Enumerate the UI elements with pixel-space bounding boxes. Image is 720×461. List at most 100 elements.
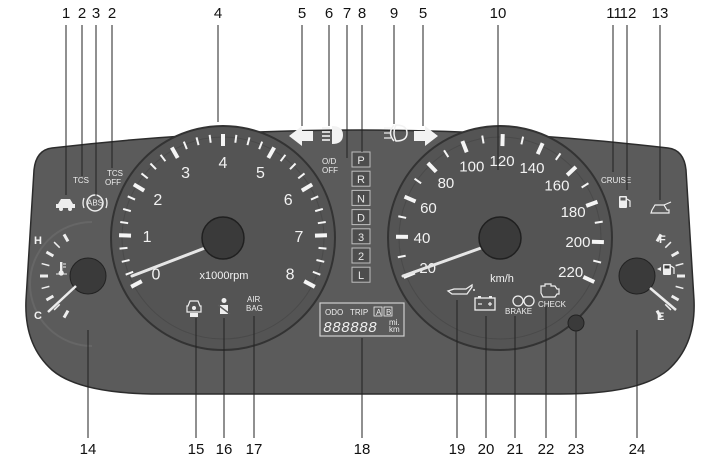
callout-5: 5 <box>298 5 306 22</box>
tachometer-tick <box>303 279 316 289</box>
brake-warning-icon: BRAKE <box>505 295 535 316</box>
svg-text:TCS: TCS <box>107 169 123 178</box>
car-slip-icon <box>56 199 75 211</box>
speedometer-tick <box>565 165 578 177</box>
tachometer-number: 1 <box>143 229 152 246</box>
tachometer-tick <box>120 220 129 225</box>
fuel-tick <box>670 294 680 302</box>
gear-letter: 3 <box>358 232 364 244</box>
tachometer-tick <box>140 172 149 180</box>
cruise-indicator: CRUISE <box>601 176 631 185</box>
callout-24: 24 <box>629 441 646 458</box>
tachometer-tick <box>314 207 324 213</box>
speedometer-number: 200 <box>565 234 590 251</box>
fuel-tick <box>675 262 684 267</box>
callout-7: 7 <box>343 5 351 22</box>
tachometer-tick <box>132 182 146 193</box>
temp-tick <box>53 241 61 249</box>
trip-b-label: B <box>386 308 391 317</box>
svg-text:O/D: O/D <box>322 157 336 166</box>
gear-letter: L <box>358 270 364 282</box>
tachometer-tick <box>297 172 306 180</box>
left-turn-arrow-icon <box>289 126 313 146</box>
odometer-display: ODO TRIP A B 888888 mi. km <box>319 302 405 337</box>
speedometer-tick <box>555 152 562 161</box>
speedometer-tick <box>585 199 599 208</box>
callout-18: 18 <box>354 441 371 458</box>
gear-letter: 2 <box>358 251 364 263</box>
tachometer-tick <box>170 146 180 159</box>
temperature-gauge: H C <box>29 221 107 347</box>
immobilizer-icon <box>186 300 202 317</box>
tachometer-tick <box>300 182 314 193</box>
callout-5: 5 <box>419 5 427 22</box>
callout-17: 17 <box>246 441 263 458</box>
tachometer-tick <box>312 270 321 276</box>
callout-9: 9 <box>390 5 398 22</box>
tachometer-tick <box>122 207 132 213</box>
door-ajar-icon <box>650 201 672 214</box>
speedometer-tick <box>397 254 406 259</box>
battery-icon <box>474 296 496 311</box>
tachometer-number: 4 <box>219 155 228 172</box>
speedometer-number: 180 <box>561 204 586 221</box>
engine-check-icon: CHECK <box>538 283 567 309</box>
callout-3: 3 <box>92 5 100 22</box>
tachometer-tick <box>125 270 134 276</box>
speedometer-tick <box>398 215 407 219</box>
trip-reset-knob[interactable] <box>567 314 585 332</box>
leader-lines <box>65 25 661 438</box>
fuel-gauge: F E <box>618 233 685 323</box>
callout-10: 10 <box>490 5 507 22</box>
callout-2: 2 <box>108 5 116 22</box>
callout-11: 11 <box>606 5 622 22</box>
gear-box <box>351 189 371 206</box>
tachometer-tick <box>310 195 319 201</box>
tachometer-number: 5 <box>256 165 265 182</box>
svg-text:BAG: BAG <box>246 304 263 313</box>
fuel-tick <box>670 250 680 258</box>
svg-text:BRAKE: BRAKE <box>505 307 532 316</box>
callout-21: 21 <box>507 441 524 458</box>
tachometer-tick <box>119 246 128 250</box>
high-beam-icon <box>322 126 343 144</box>
fuel-tick <box>664 303 672 311</box>
temp-tick <box>41 262 50 267</box>
callout-22: 22 <box>538 441 555 458</box>
tcs-indicator: TCS <box>73 176 89 185</box>
speedometer-number: 100 <box>459 158 484 175</box>
callout-2: 2 <box>78 5 86 22</box>
front-fog-icon <box>384 124 408 142</box>
tachometer-number: 0 <box>151 267 160 284</box>
speedometer-tick <box>535 142 545 155</box>
svg-text:CHECK: CHECK <box>538 300 567 309</box>
svg-text:OFF: OFF <box>322 166 338 175</box>
fuel-needle <box>649 287 677 311</box>
temp-tick <box>62 233 70 243</box>
fuel-tick <box>655 309 663 319</box>
gear-box <box>351 151 371 168</box>
tachometer-tick <box>279 154 287 162</box>
temp-low-label: C <box>34 310 42 322</box>
callout-8: 8 <box>358 5 366 22</box>
speedometer-tick <box>443 149 450 158</box>
tachometer-number: 6 <box>284 192 293 209</box>
callout-4: 4 <box>214 5 222 22</box>
right-turn-arrow-icon <box>414 126 438 146</box>
callout-15: 15 <box>188 441 205 458</box>
callout-23: 23 <box>568 441 585 458</box>
speedometer-tick <box>581 182 589 189</box>
callout-16: 16 <box>216 441 233 458</box>
tachometer-hub <box>201 216 245 260</box>
speedometer-tick <box>460 140 469 153</box>
tachometer-tick <box>182 141 188 150</box>
unit-km: km <box>389 325 400 334</box>
speedometer-number: 80 <box>438 175 455 192</box>
speedometer-number: 140 <box>519 160 544 177</box>
tachometer-number: 2 <box>153 192 162 209</box>
gear-box <box>351 209 371 226</box>
